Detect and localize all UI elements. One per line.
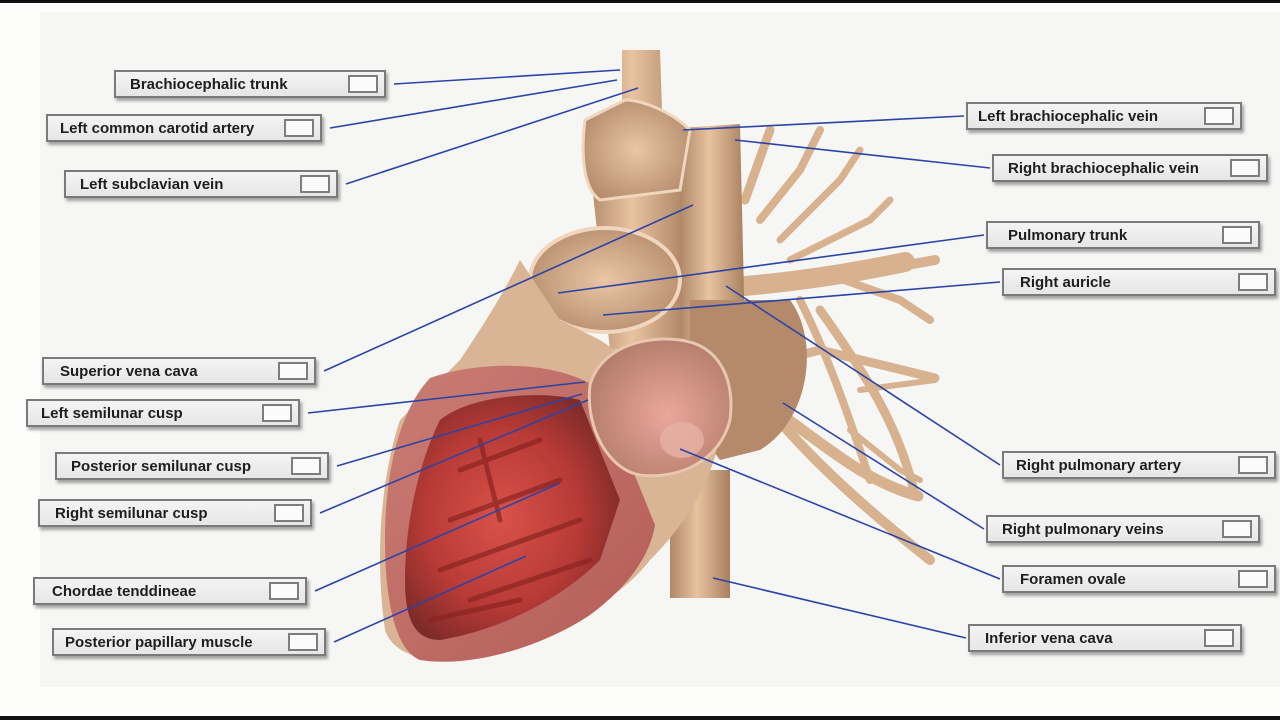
label-text: Right pulmonary artery (1016, 456, 1182, 474)
label-brachiocephalic-trunk[interactable]: Brachiocephalic trunk (114, 70, 386, 98)
answer-box[interactable] (1204, 629, 1234, 647)
trabeculae (427, 437, 593, 623)
label-foramen-ovale[interactable]: Foramen ovale (1002, 565, 1276, 593)
leader-line-left-subclavian-vein (345, 87, 639, 185)
label-text: Left common carotid artery (60, 119, 255, 137)
answer-box[interactable] (1230, 159, 1260, 177)
label-text: Right pulmonary veins (1002, 520, 1164, 538)
superior-vena-cava-tube (680, 124, 745, 340)
label-inferior-vena-cava[interactable]: Inferior vena cava (968, 624, 1242, 652)
label-text: Superior vena cava (60, 362, 198, 380)
label-text: Pulmonary trunk (1008, 226, 1128, 244)
pulmonary-vessels (690, 125, 940, 565)
label-right-pulmonary-veins[interactable]: Right pulmonary veins (986, 515, 1260, 543)
label-text: Right semilunar cusp (55, 504, 208, 522)
label-right-auricle[interactable]: Right auricle (1002, 268, 1276, 296)
label-text: Chordae tenddineae (52, 582, 197, 600)
label-text: Left brachiocephalic vein (978, 107, 1159, 125)
aortic-arch-cut (581, 98, 692, 202)
answer-box[interactable] (1238, 273, 1268, 291)
label-left-semilunar-cusp[interactable]: Left semilunar cusp (26, 399, 300, 427)
label-text: Foramen ovale (1020, 570, 1126, 588)
label-text: Brachiocephalic trunk (130, 75, 288, 93)
leader-line-right-pulmonary-artery (725, 285, 1001, 466)
leader-line-right-auricle (602, 281, 1001, 316)
leader-line-right-brachiocephalic-vein (734, 139, 991, 169)
leader-line-pulmonary-trunk (557, 234, 985, 294)
label-left-brachiocephalic-vein[interactable]: Left brachiocephalic vein (966, 102, 1242, 130)
label-text: Posterior semilunar cusp (71, 457, 252, 475)
label-posterior-papillary-muscle[interactable]: Posterior papillary muscle (52, 628, 326, 656)
answer-box[interactable] (300, 175, 330, 193)
leader-lines (307, 69, 1001, 643)
answer-box[interactable] (348, 75, 378, 93)
leader-line-foramen-ovale (679, 448, 1001, 580)
leader-line-chordae-tenddineae (314, 482, 561, 592)
leader-line-inferior-vena-cava (712, 577, 967, 639)
answer-box[interactable] (278, 362, 308, 380)
label-right-semilunar-cusp[interactable]: Right semilunar cusp (38, 499, 312, 527)
bottom-letterbox-bar (0, 716, 1280, 720)
answer-box[interactable] (1204, 107, 1234, 125)
answer-box[interactable] (274, 504, 304, 522)
label-text: Right auricle (1020, 273, 1111, 291)
leader-line-right-pulmonary-veins (782, 402, 985, 530)
answer-box[interactable] (1222, 520, 1252, 538)
label-superior-vena-cava[interactable]: Superior vena cava (42, 357, 316, 385)
answer-box[interactable] (291, 457, 321, 475)
label-left-common-carotid-artery[interactable]: Left common carotid artery (46, 114, 322, 142)
label-left-subclavian-vein[interactable]: Left subclavian vein (64, 170, 338, 198)
answer-box[interactable] (284, 119, 314, 137)
leader-line-posterior-papillary-muscle (333, 555, 527, 643)
label-text: Right brachiocephalic vein (1008, 159, 1199, 177)
label-chordae-tenddineae[interactable]: Chordae tenddineae (33, 577, 307, 605)
ventricle-chamber (405, 395, 620, 640)
answer-box[interactable] (1222, 226, 1252, 244)
label-text: Posterior papillary muscle (65, 633, 253, 651)
leader-line-brachiocephalic-trunk (393, 69, 621, 85)
answer-box[interactable] (269, 582, 299, 600)
leader-line-right-semilunar-cusp (319, 399, 589, 514)
answer-box[interactable] (262, 404, 292, 422)
leader-line-left-semilunar-cusp (307, 381, 586, 414)
atrium-cut (587, 337, 733, 478)
label-text: Left semilunar cusp (41, 404, 183, 422)
top-letterbox-bar (0, 0, 1280, 3)
label-posterior-semilunar-cusp[interactable]: Posterior semilunar cusp (55, 452, 329, 480)
answer-box[interactable] (1238, 456, 1268, 474)
label-text: Inferior vena cava (985, 629, 1113, 647)
leader-line-left-common-carotid-artery (329, 79, 618, 129)
answer-box[interactable] (1238, 570, 1268, 588)
label-text: Left subclavian vein (80, 175, 224, 193)
fossa-ovalis (660, 422, 704, 458)
leader-line-left-brachiocephalic-vein (682, 115, 965, 131)
leader-line-superior-vena-cava (323, 204, 694, 372)
label-right-pulmonary-artery[interactable]: Right pulmonary artery (1002, 451, 1276, 479)
label-pulmonary-trunk[interactable]: Pulmonary trunk (986, 221, 1260, 249)
leader-line-posterior-semilunar-cusp (336, 393, 583, 467)
answer-box[interactable] (288, 633, 318, 651)
label-right-brachiocephalic-vein[interactable]: Right brachiocephalic vein (992, 154, 1268, 182)
